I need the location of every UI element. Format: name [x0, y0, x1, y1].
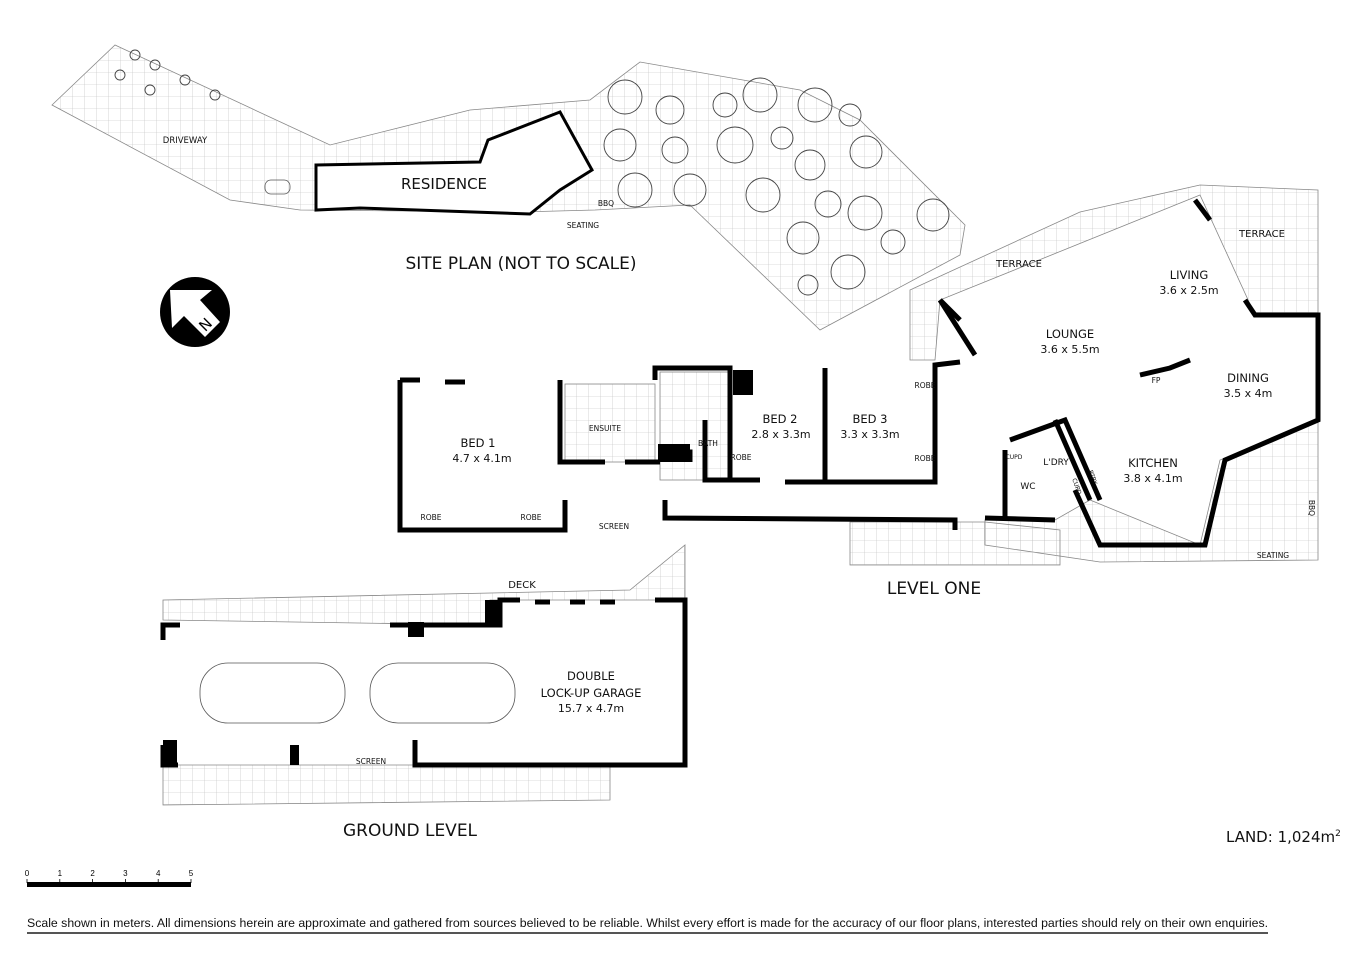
level-one-title: LEVEL ONE [887, 579, 981, 599]
pantry-label: PTRY [1087, 469, 1099, 486]
car-icon [264, 179, 291, 195]
trees [114, 49, 950, 296]
screen-label: SCREEN [356, 757, 386, 766]
robe-label: ROBE [521, 513, 542, 522]
wc-label: WC [1020, 482, 1035, 492]
bed3-dimensions: 3.3 x 3.3m [840, 428, 899, 441]
walls [160, 597, 688, 768]
entry-steps [849, 521, 1061, 566]
scale-tick-label: 5 [189, 869, 194, 878]
screen-label: SCREEN [599, 522, 629, 531]
garage-label: DOUBLE [567, 669, 615, 683]
terrace-label: TERRACE [995, 259, 1042, 270]
fireplace-label: FP [1152, 376, 1161, 385]
lower-terrace [162, 764, 611, 806]
bath-label: BATH [698, 439, 718, 448]
robe-label: ROBE [915, 381, 936, 390]
level-one-plan: BED 1 4.7 x 4.1m ENSUITE BATH BED 2 2.8 … [397, 184, 1321, 599]
kitchen-label: KITCHEN [1128, 456, 1178, 470]
bed2-dimensions: 2.8 x 3.3m [751, 428, 810, 441]
garage-dimensions: 15.7 x 4.7m [558, 702, 624, 715]
scale-tick-label: 1 [58, 869, 63, 878]
ground-level-title: GROUND LEVEL [343, 821, 478, 841]
terrace-area [909, 184, 1319, 563]
bbq-label: BBQ [598, 199, 614, 208]
lounge-label: LOUNGE [1046, 327, 1094, 341]
bbq-label: BBQ [1307, 500, 1316, 516]
site-plan: DRIVEWAY RESIDENCE BBQ SEATING SITE PLAN… [51, 44, 966, 331]
car-icon [369, 662, 516, 724]
bed1-dimensions: 4.7 x 4.1m [452, 452, 511, 465]
ensuite-label: ENSUITE [589, 424, 621, 433]
robe-label: ROBE [421, 513, 442, 522]
walls [397, 198, 1321, 548]
north-arrow-icon: N [160, 277, 230, 347]
scale-tick-label: 4 [156, 869, 161, 878]
scale-tick-label: 3 [123, 869, 128, 878]
robe-label: ROBE [731, 453, 752, 462]
ensuite-tiles [564, 383, 656, 463]
laundry-label: L'DRY [1043, 458, 1069, 468]
scale-tick-label: 2 [90, 869, 95, 878]
residence-outline [314, 110, 594, 216]
bed3-label: BED 3 [853, 412, 888, 426]
kitchen-dimensions: 3.8 x 4.1m [1123, 472, 1182, 485]
living-label: LIVING [1170, 268, 1209, 282]
land-area: LAND: 1,024m2 [1226, 828, 1341, 846]
disclaimer-text: Scale shown in meters. All dimensions he… [27, 916, 1269, 934]
seating-label: SEATING [567, 221, 599, 230]
bed2-label: BED 2 [763, 412, 798, 426]
terrace-label: TERRACE [1238, 229, 1285, 240]
bed1-label: BED 1 [461, 436, 496, 450]
bath-tiles [659, 371, 729, 481]
living-dimensions: 3.6 x 2.5m [1159, 284, 1218, 297]
robe-label: ROBE [915, 454, 936, 463]
seating-label: SEATING [1257, 551, 1289, 560]
site-plan-title: SITE PLAN (NOT TO SCALE) [405, 254, 636, 274]
dining-label: DINING [1227, 371, 1269, 385]
scale-tick-label: 0 [25, 869, 30, 878]
garage-label-line2: LOCK-UP GARAGE [541, 686, 642, 700]
deck-label: DECK [508, 580, 536, 591]
residence-label: RESIDENCE [401, 175, 487, 193]
car-icon [199, 662, 346, 724]
driveway-label: DRIVEWAY [163, 136, 208, 146]
ground-level-plan: DOUBLE LOCK-UP GARAGE 15.7 x 4.7m DECK S… [160, 544, 688, 841]
scale-bar: 0 1 2 3 4 5 [25, 869, 194, 887]
cupboard-label: CUPD [1006, 454, 1023, 461]
deck-area [162, 544, 686, 626]
lounge-dimensions: 3.6 x 5.5m [1040, 343, 1099, 356]
dining-dimensions: 3.5 x 4m [1224, 387, 1273, 400]
